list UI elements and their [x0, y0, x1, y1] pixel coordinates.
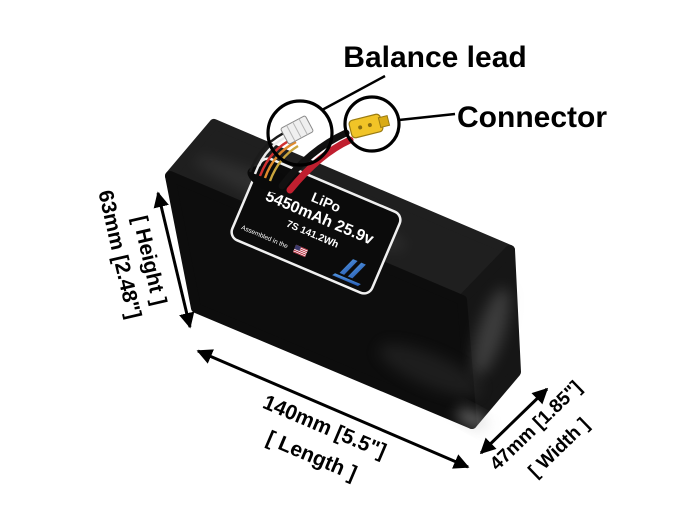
- us-flag-icon: [292, 244, 309, 258]
- height-arrow: [153, 191, 195, 329]
- connector-leader-line: [398, 112, 456, 122]
- balance-plug: [280, 115, 314, 145]
- main-wire-black: [278, 129, 350, 190]
- balance-lead-circle: [266, 99, 334, 167]
- connector-label: Connector: [457, 101, 607, 134]
- highlight-end: [472, 288, 510, 376]
- width-arrow: [479, 387, 549, 455]
- brand-logo: [332, 259, 366, 287]
- connector-circle: [343, 95, 401, 153]
- connector-plug: [348, 113, 391, 139]
- balance-lead-label: Balance lead: [343, 41, 526, 74]
- wires: [247, 113, 391, 194]
- length-arrow: [196, 349, 470, 469]
- balance-lead-leader-line: [321, 74, 386, 112]
